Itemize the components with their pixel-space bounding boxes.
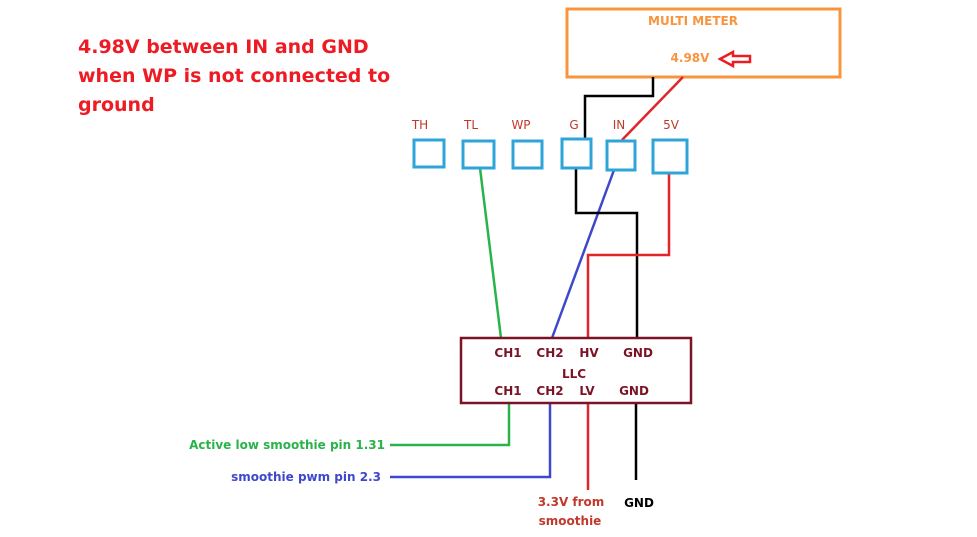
pin-box-wp (511, 139, 544, 170)
multimeter: MULTI METER 4.98V (565, 7, 842, 79)
annotation-note: 4.98V between IN and GND when WP is not … (78, 33, 418, 120)
pin-box-g (560, 137, 593, 170)
wire-tl-ch1 (478, 167, 503, 339)
llc-bottom-lv: LV (579, 384, 595, 398)
pin-box-5v (651, 138, 689, 175)
multimeter-box (565, 7, 842, 79)
pin-label-5v: 5V (663, 118, 680, 132)
note-line-2: when WP is not connected to (78, 65, 391, 87)
pin-box-in (605, 139, 637, 172)
pin-label-tl: TL (463, 118, 478, 132)
pin-label-wp: WP (511, 118, 530, 132)
llc-box (459, 336, 693, 405)
wire-meter-gnd (583, 77, 655, 140)
llc-top-hv: HV (579, 346, 599, 360)
llc-module: CH1 CH2 HV GND LLC CH1 CH2 LV GND (459, 336, 693, 405)
llc-name: LLC (562, 367, 586, 381)
reading-arrow-icon (717, 49, 752, 69)
pin-label-th: TH (411, 118, 428, 132)
pin-box-tl (461, 139, 496, 170)
multimeter-title: MULTI METER (648, 14, 738, 28)
wire-5v-hv (586, 173, 671, 338)
multimeter-reading: 4.98V (671, 51, 711, 65)
llc-bottom-ch2: CH2 (536, 384, 563, 398)
llc-bottom-ch1: CH1 (494, 384, 521, 398)
wires (390, 76, 684, 490)
llc-top-ch2: CH2 (536, 346, 563, 360)
wire-meter-in (621, 76, 684, 141)
llc-top-ch1: CH1 (494, 346, 521, 360)
wire-labels: Active low smoothie pin 1.31 smoothie pw… (189, 438, 654, 528)
wire-g-gnd (574, 168, 639, 338)
pin-box-th (412, 138, 446, 169)
label-pwm: smoothie pwm pin 2.3 (231, 470, 381, 484)
label-active-low: Active low smoothie pin 1.31 (189, 438, 385, 452)
label-gnd: GND (624, 496, 654, 510)
pin-label-g: G (569, 118, 578, 132)
label-lv-source-line-2: smoothie (539, 514, 602, 528)
wire-in-ch2 (550, 169, 616, 339)
pin-label-in: IN (613, 118, 626, 132)
llc-bottom-gnd: GND (619, 384, 649, 398)
wire-lv-ch1-active-low (390, 403, 511, 447)
llc-top-gnd: GND (623, 346, 653, 360)
note-line-1: 4.98V between IN and GND (78, 36, 369, 58)
header-pins: TH TL WP G IN 5V (411, 118, 689, 175)
wire-lv-ch2-pwm (390, 403, 552, 479)
label-lv-source-line-1: 3.3V from (538, 495, 605, 509)
note-line-3: ground (78, 94, 155, 116)
